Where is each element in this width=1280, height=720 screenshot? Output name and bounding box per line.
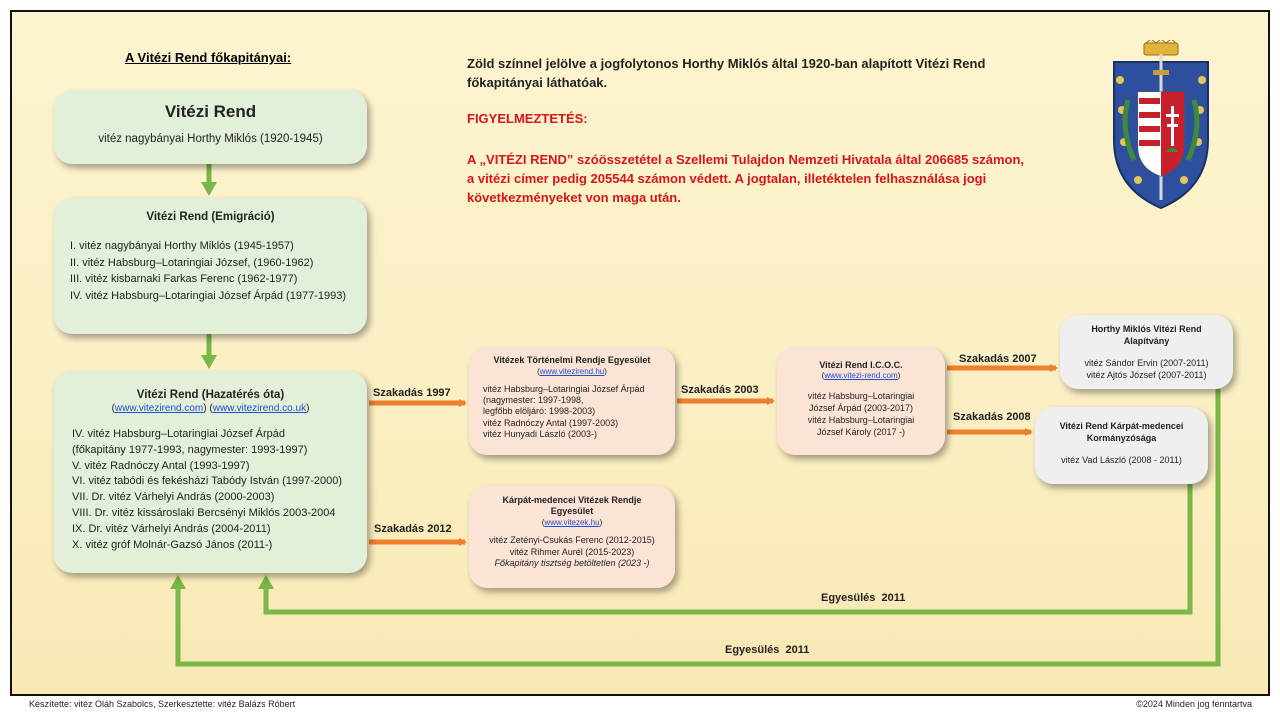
box-title-line: Egyesület bbox=[550, 506, 594, 516]
label-szakadas-2008: Szakadás 2008 bbox=[953, 411, 1031, 423]
box-vitezi-rend-icoc: Vitézi Rend I.C.O.C. (www.vitezi-rend.co… bbox=[777, 347, 945, 455]
box-vitezi-rend-1920: Vitézi Rend vitéz nagybányai Horthy Mikl… bbox=[54, 90, 367, 164]
box-link: (www.vitezi-rend.com) bbox=[821, 371, 901, 380]
list-item: X. vitéz gróf Molnár-Gazsó János (2011-) bbox=[72, 538, 273, 551]
box-list: I. vitéz nagybányai Horthy Miklós (1945-… bbox=[70, 238, 367, 304]
intro-text: Zöld színnel jelölve a jogfolytonos Hort… bbox=[467, 54, 985, 92]
link-vitezirend-hu[interactable]: www.vitezirend.hu bbox=[539, 367, 605, 376]
arrow-emigracio-to-hazateres bbox=[201, 334, 217, 369]
list-item: II. vitéz Habsburg–Lotaringiai József, (… bbox=[70, 256, 314, 269]
list-item: IV. vitéz Habsburg–Lotaringiai József Ár… bbox=[70, 289, 346, 302]
box-list: vitéz Habsburg–Lotaringiai József Árpád … bbox=[777, 390, 945, 438]
link-vitezi-rend-com[interactable]: www.vitezi-rend.com bbox=[824, 371, 898, 380]
list-item: (főkapitány 1977-1993, nagymester: 1993-… bbox=[72, 443, 308, 456]
list-item: IX. Dr. vitéz Várhelyi András (2004-2011… bbox=[72, 522, 271, 535]
label-szakadas-1997: Szakadás 1997 bbox=[373, 387, 451, 399]
box-links: (www.vitezirend.com) (www.vitezirend.co.… bbox=[111, 403, 310, 414]
list-item: vitéz Hunyadi László (2003-) bbox=[483, 428, 598, 439]
coat-of-arms-icon bbox=[1113, 40, 1209, 210]
box-vitezi-rend-emigracio: Vitézi Rend (Emigráció) I. vitéz nagybán… bbox=[54, 198, 367, 334]
list-item: legfőbb elöljáró: 1998-2003) bbox=[483, 406, 596, 417]
box-link: (www.vitezirend.hu) bbox=[537, 367, 607, 376]
box-list: vitéz Zetényi-Csukás Ferenc (2012-2015) … bbox=[469, 535, 675, 570]
box-karpat-medencei-kormanyzosag: Vitézi Rend Kárpát-medencei Kormányzóság… bbox=[1035, 407, 1208, 484]
box-title: Vitézi Rend (Hazatérés óta) bbox=[136, 389, 285, 401]
link-vitezirend-co-uk[interactable]: www.vitezirend.co.uk bbox=[212, 403, 307, 414]
warning-text: A „VITÉZI REND” szóösszetétel a Szellemi… bbox=[467, 150, 1024, 207]
diagram-canvas: A Vitézi Rend főkapitányai: Zöld színnel… bbox=[10, 10, 1270, 696]
box-title-line: Vitézi Rend Kárpát-medencei bbox=[1059, 421, 1184, 431]
box-title-line: Kárpát-medencei Vitézek Rendje bbox=[502, 495, 642, 505]
label-egyesules-lower: Egyesülés 2011 bbox=[725, 644, 810, 656]
list-item: vitéz Rihmer Aurél (2015-2023) bbox=[509, 546, 635, 557]
box-title-line: Horthy Miklós Vitézi Rend bbox=[1091, 324, 1202, 334]
label-szakadas-2007: Szakadás 2007 bbox=[959, 353, 1037, 365]
list-item: I. vitéz nagybányai Horthy Miklós (1945-… bbox=[70, 240, 294, 252]
box-list: vitéz Sándor Ervin (2007-2011) vitéz Ajt… bbox=[1060, 357, 1233, 381]
box-line: vitéz nagybányai Horthy Miklós (1920-194… bbox=[98, 133, 323, 145]
intro-line: főkapitányai láthatóak. bbox=[467, 75, 608, 90]
box-title: Horthy Miklós Vitézi Rend Alapítvány bbox=[1060, 323, 1233, 347]
box-title: Vitézi Rend (Emigráció) bbox=[146, 211, 275, 223]
label-szakadas-2003: Szakadás 2003 bbox=[681, 384, 759, 396]
list-item: vitéz Habsburg–Lotaringiai bbox=[807, 415, 915, 425]
list-item: vitéz Radnóczy Antal (1997-2003) bbox=[483, 417, 619, 428]
box-title: Vitézi Rend Kárpát-medencei Kormányzóság… bbox=[1035, 420, 1208, 444]
list-item: III. vitéz kisbarnaki Farkas Ferenc (196… bbox=[70, 273, 298, 285]
merge-path-upper bbox=[258, 484, 1193, 615]
list-item: VII. Dr. vitéz Várhelyi András (2000-200… bbox=[72, 491, 275, 504]
box-list: vitéz Habsburg–Lotaringiai József Árpád … bbox=[483, 384, 675, 440]
warning-line: a vitézi címer pedig 205544 számon védet… bbox=[467, 171, 987, 186]
box-title: Vitézi Rend bbox=[164, 102, 257, 121]
box-tortenelmi-rend: Vitézek Történelmi Rendje Egyesület (www… bbox=[469, 347, 675, 455]
warning-line: következményeket von maga után. bbox=[467, 190, 681, 205]
box-link: (www.vitezek.hu) bbox=[541, 518, 603, 527]
link-vitezirend-com[interactable]: www.vitezirend.com bbox=[114, 403, 204, 414]
intro-line: Zöld színnel jelölve a jogfolytonos Hort… bbox=[467, 56, 986, 71]
list-item: József Károly (2017 -) bbox=[816, 427, 906, 437]
box-horthy-alapitvany: Horthy Miklós Vitézi Rend Alapítvány vit… bbox=[1060, 315, 1233, 389]
list-item: vitéz Habsburg–Lotaringiai bbox=[807, 391, 915, 401]
list-item: vitéz Sándor Ervin (2007-2011) bbox=[1084, 358, 1209, 368]
warning-line: A „VITÉZI REND” szóösszetétel a Szellemi… bbox=[467, 152, 1025, 167]
arrow-rend-to-emigracio bbox=[201, 162, 217, 196]
list-item: József Árpád (2003-2017) bbox=[808, 403, 914, 413]
box-title: Vitézi Rend I.C.O.C. bbox=[819, 360, 903, 370]
box-title-line: Kormányzósága bbox=[1086, 433, 1157, 443]
list-item: V. vitéz Radnóczy Antal (1993-1997) bbox=[72, 459, 250, 472]
footer-copyright: ©2024 Minden jog fenntartva bbox=[1136, 699, 1252, 709]
box-title-line: Alapítvány bbox=[1123, 336, 1170, 346]
merge-path-lower bbox=[170, 389, 1221, 667]
label-egyesules-upper: Egyesülés 2011 bbox=[821, 592, 906, 604]
connector-layer bbox=[170, 162, 1221, 667]
box-line: vitéz Vad László (2008 - 2011) bbox=[1061, 455, 1182, 465]
list-item: VIII. Dr. vitéz kissároslaki Bercsényi M… bbox=[72, 506, 336, 519]
box-karpat-medencei-egyesulet: Kárpát-medencei Vitézek Rendje Egyesület… bbox=[469, 486, 675, 588]
left-title: A Vitézi Rend főkapitányai: bbox=[125, 50, 292, 65]
list-item: vitéz Zetényi-Csukás Ferenc (2012-2015) bbox=[489, 535, 655, 545]
list-item: vitéz Ajtós József (2007-2011) bbox=[1086, 370, 1207, 380]
list-item: vitéz Habsburg–Lotaringiai József Árpád bbox=[483, 384, 645, 394]
box-list: IV. vitéz Habsburg–Lotaringiai József Ár… bbox=[72, 427, 367, 553]
box-note: Főkapitány tisztség betöltetlen (2023 -) bbox=[494, 558, 650, 568]
box-title: Vitézek Történelmi Rendje Egyesület bbox=[493, 355, 651, 365]
label-szakadas-2012: Szakadás 2012 bbox=[374, 523, 452, 535]
warning-title: FIGYELMEZTETÉS: bbox=[467, 111, 588, 126]
list-item: VI. vitéz tabódi és fekésházi Tabódy Ist… bbox=[72, 475, 343, 488]
list-item: IV. vitéz Habsburg–Lotaringiai József Ár… bbox=[72, 428, 285, 440]
link-vitezek-hu[interactable]: www.vitezek.hu bbox=[544, 518, 600, 527]
box-title: Kárpát-medencei Vitézek Rendje Egyesület bbox=[469, 495, 675, 517]
footer-credits: Készítette: vitéz Oláh Szabolcs, Szerkes… bbox=[29, 699, 296, 709]
list-item: (nagymester: 1997-1998, bbox=[483, 395, 584, 406]
box-vitezi-rend-hazateres: Vitézi Rend (Hazatérés óta) (www.vitezir… bbox=[54, 371, 367, 573]
